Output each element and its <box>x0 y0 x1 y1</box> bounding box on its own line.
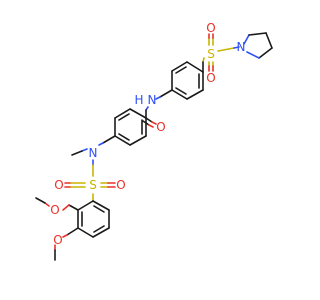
bond <box>98 142 104 146</box>
benzene-ring-middle <box>114 108 147 146</box>
methyl-bond <box>35 197 46 204</box>
pyrrolidine-ring <box>243 32 273 59</box>
bond <box>233 46 240 49</box>
sulfonamide-n-label: N <box>89 146 98 160</box>
bond <box>171 61 188 72</box>
bond <box>186 61 204 73</box>
sulfonyl2-o-right-label: O <box>116 178 125 192</box>
bond <box>175 87 187 95</box>
bond <box>148 124 154 128</box>
sulfonyl1-o-top-label: O <box>206 21 215 35</box>
bond <box>145 117 153 123</box>
bond <box>248 32 267 36</box>
bond <box>62 234 68 238</box>
bond <box>171 89 188 100</box>
molecule-canvas: N S O O N H O N S O O O O <box>35 21 273 261</box>
bond <box>93 205 105 213</box>
molecule-structure: N S O O N H O N S O O O O <box>35 21 273 261</box>
bond <box>92 200 110 211</box>
amide-h-label: H <box>134 93 143 107</box>
bond <box>114 135 131 146</box>
bond <box>129 108 147 119</box>
sulfonyl1-o-bottom-label: O <box>206 71 215 85</box>
bond <box>77 200 94 211</box>
atom-labels: N S O O N H O N S O O O O <box>50 21 245 247</box>
bond <box>66 227 79 236</box>
bond <box>118 133 130 141</box>
benzene-ring-top <box>171 57 205 100</box>
bond <box>243 34 250 45</box>
methoxy-group-2 <box>54 227 79 261</box>
bond <box>186 89 204 100</box>
bond <box>44 202 50 207</box>
methoxy2-o-label: O <box>53 233 62 247</box>
amide-n-label: N <box>148 93 157 107</box>
sulfonyl2-s-label: S <box>89 178 97 192</box>
bond <box>77 227 94 238</box>
sulfonyl2-o-left-label: O <box>54 178 63 192</box>
pyrrolidine-n-label: N <box>237 40 246 54</box>
methoxy-group-1 <box>35 197 79 211</box>
bond <box>102 135 116 144</box>
bond <box>246 51 260 59</box>
sulfonamide-group <box>64 135 116 202</box>
bond <box>81 148 88 152</box>
amide-o-label: O <box>156 120 165 134</box>
bond <box>114 108 131 119</box>
methoxy1-o-label: O <box>50 203 59 217</box>
bond <box>175 66 187 74</box>
bond <box>151 121 157 125</box>
bond <box>68 204 79 211</box>
methyl-bond <box>71 150 83 156</box>
bond <box>62 204 70 211</box>
bond <box>265 32 273 49</box>
bond <box>93 225 105 233</box>
sulfonyl-group-1 <box>208 33 240 72</box>
sulfonyl1-s-label: S <box>207 47 215 61</box>
bond <box>129 135 147 146</box>
bond <box>258 47 273 59</box>
bond <box>92 227 110 238</box>
benzene-ring-bottom <box>77 200 110 238</box>
bond <box>159 89 173 98</box>
bond <box>217 47 235 52</box>
bond <box>155 96 161 100</box>
bond <box>118 113 130 121</box>
